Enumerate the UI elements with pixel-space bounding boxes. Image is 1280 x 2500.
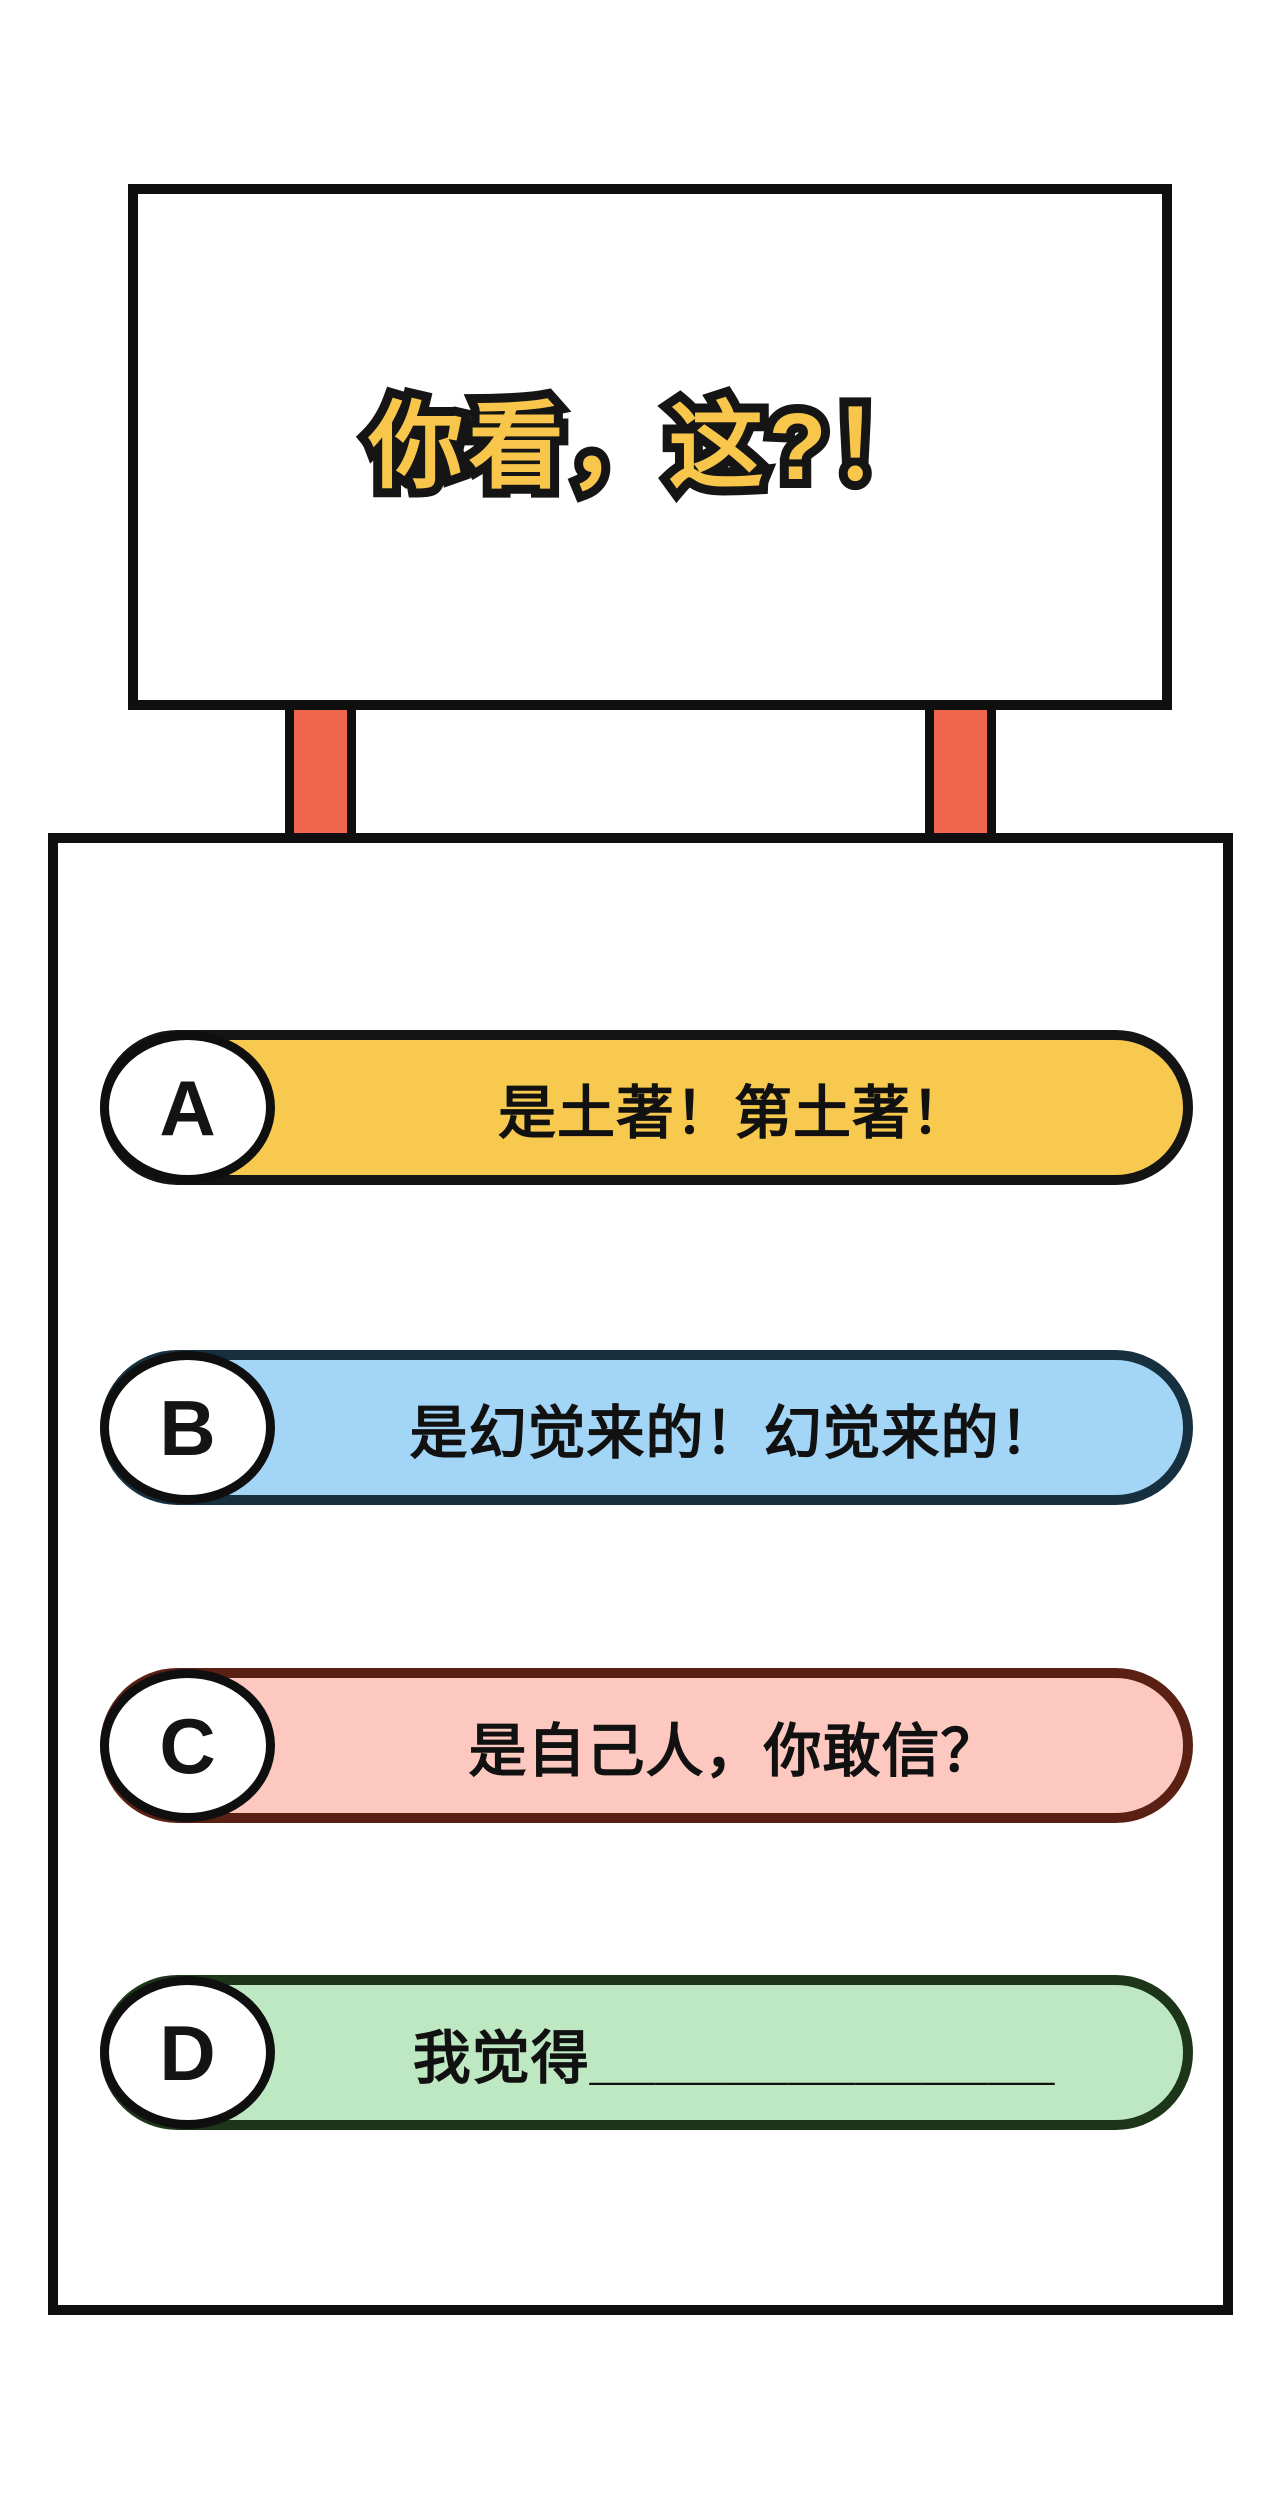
- option-a-pill: [100, 1030, 1193, 1185]
- sign-post-left: [285, 700, 356, 843]
- question-title-text: 你看，这?！: [368, 393, 932, 500]
- option-c[interactable]: C 是自己人，你敢信？: [100, 1668, 1193, 1823]
- option-b-letter: B: [159, 1383, 216, 1472]
- sign-post-right: [925, 700, 996, 843]
- option-b-pill: [100, 1350, 1193, 1505]
- question-title: 你看，这?！ 你看，这?！: [359, 390, 935, 503]
- option-c-pill: [100, 1668, 1193, 1823]
- option-b-letter-badge: B: [100, 1351, 275, 1504]
- option-a-label: 是土著！第土著！: [497, 1080, 970, 1146]
- option-d-letter-badge: D: [100, 1976, 275, 2129]
- option-b[interactable]: B 是幻觉来的！幻觉来的！: [100, 1350, 1193, 1505]
- question-title-outline: 你看，这?！: [359, 390, 935, 503]
- option-c-label: 是自己人，你敢信？: [468, 1718, 1000, 1784]
- options-board: A 是土著！第土著！ B 是幻觉来的！幻觉来的！ C 是自己人，你敢信？ D 我…: [48, 833, 1233, 2315]
- option-d[interactable]: D 我觉得______________: [100, 1975, 1193, 2130]
- option-a-letter-badge: A: [100, 1031, 275, 1184]
- option-b-label: 是幻觉来的！幻觉来的！: [409, 1400, 1059, 1466]
- question-sign: 你看，这?！ 你看，这?！: [128, 184, 1172, 710]
- option-d-label: 我觉得______________: [412, 2025, 1056, 2091]
- option-c-letter: C: [159, 1701, 216, 1790]
- option-c-letter-badge: C: [100, 1669, 275, 1822]
- option-d-letter: D: [159, 2008, 216, 2097]
- option-a-letter: A: [159, 1063, 216, 1152]
- option-a[interactable]: A 是土著！第土著！: [100, 1030, 1193, 1185]
